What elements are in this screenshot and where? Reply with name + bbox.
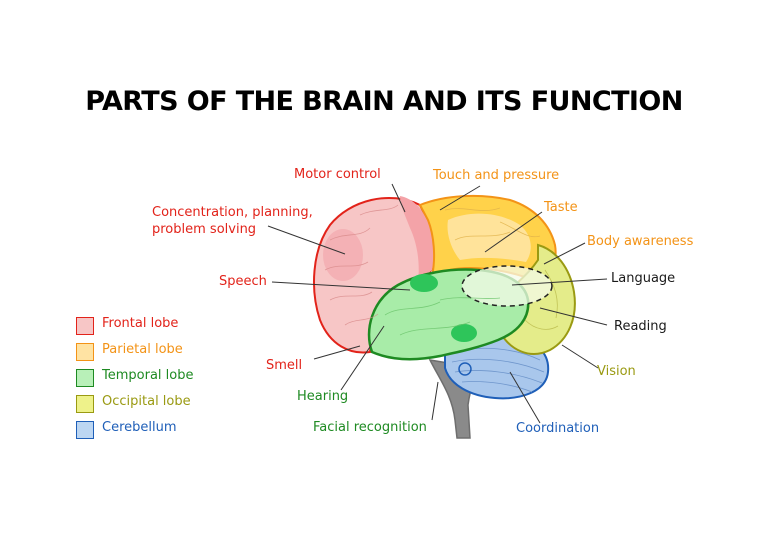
language-area [461, 265, 553, 307]
label-concentration-line2: problem solving [152, 222, 257, 237]
concentration-area [323, 229, 363, 281]
legend-swatch-temporal [76, 369, 94, 387]
legend-swatch-occipital [76, 395, 94, 413]
leader-taste [484, 211, 543, 253]
label-hearing: Hearing [297, 389, 349, 404]
leader-coordination [509, 371, 541, 424]
leader-smell [313, 345, 361, 360]
label-speech: Speech [219, 274, 267, 289]
leader-vision [561, 344, 599, 369]
label-coordination: Coordination [516, 421, 600, 436]
leader-language [511, 278, 608, 286]
label-motor-control: Motor control [294, 167, 381, 182]
legend-swatch-cerebellum [76, 421, 94, 439]
legend-label-temporal: Temporal lobe [102, 368, 194, 383]
label-reading: Reading [614, 319, 667, 334]
leader-concentration [267, 225, 346, 255]
label-facial-recognition: Facial recognition [313, 420, 427, 435]
leader-body-awareness [543, 242, 586, 265]
leader-speech [271, 281, 411, 291]
leader-motor-control [391, 183, 406, 213]
leader-reading [539, 307, 608, 326]
label-taste: Taste [544, 200, 578, 215]
label-body-awareness: Body awareness [587, 234, 694, 249]
label-touch-pressure: Touch and pressure [433, 168, 560, 183]
cerebellum-marker [458, 362, 472, 376]
leader-touch-pressure [439, 185, 481, 211]
leader-facial [431, 381, 439, 421]
legend-label-cerebellum: Cerebellum [102, 420, 177, 435]
leader-hearing [340, 325, 385, 391]
parietal-inner [447, 213, 531, 262]
legend-label-occipital: Occipital lobe [102, 394, 191, 409]
label-language: Language [611, 271, 676, 286]
hearing-area [451, 324, 477, 342]
speech-area [410, 274, 438, 292]
legend-swatch-frontal [76, 317, 94, 335]
legend-label-frontal: Frontal lobe [102, 316, 179, 331]
legend-swatch-parietal [76, 343, 94, 361]
page-title: PARTS OF THE BRAIN AND ITS FUNCTION [85, 86, 683, 117]
label-vision: Vision [597, 364, 636, 379]
legend-label-parietal: Parietal lobe [102, 342, 183, 357]
label-smell: Smell [266, 358, 303, 373]
label-concentration-line1: Concentration, planning, [152, 205, 313, 220]
